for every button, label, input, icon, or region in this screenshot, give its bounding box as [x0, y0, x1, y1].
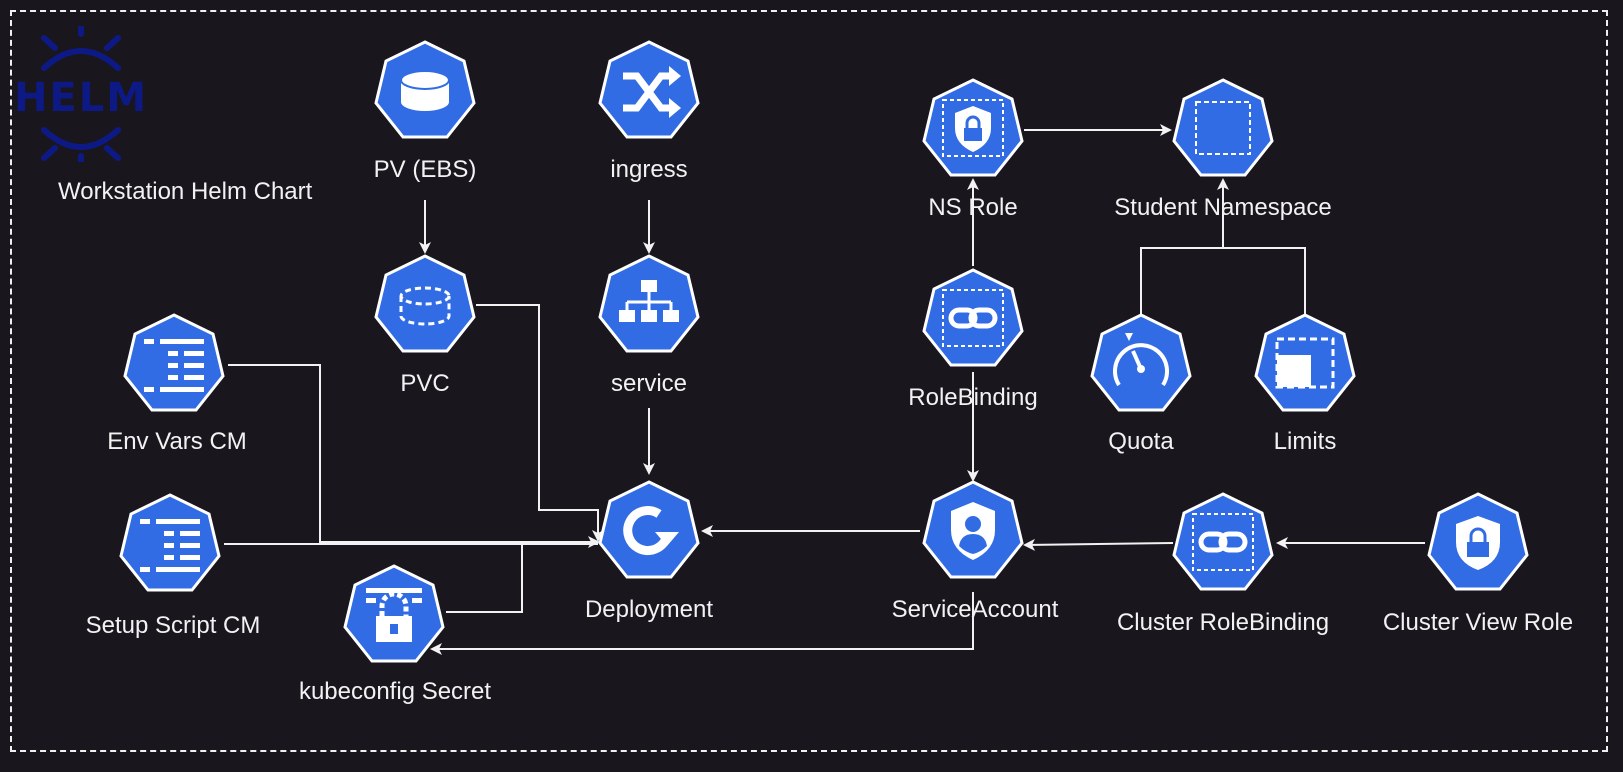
pvc-node[interactable]: [373, 254, 477, 358]
secret-label: kubeconfig Secret: [298, 678, 492, 705]
secret-icon: [366, 588, 422, 642]
setup-cm-label: Setup Script CM: [85, 612, 261, 639]
env-cm-label: Env Vars CM: [107, 428, 247, 455]
ns-role-node[interactable]: [921, 78, 1025, 182]
edge-pvc-deployment: [476, 304, 604, 542]
config-map-icon: [144, 339, 204, 392]
resource-quota-icon: [1113, 333, 1169, 387]
rolebinding-label: RoleBinding: [908, 384, 1038, 411]
edge-envcm-deployment: [228, 364, 600, 548]
cluster-rolebinding-node[interactable]: [1171, 492, 1275, 596]
deployment-icon: [623, 506, 679, 556]
rolebinding-icon: [948, 307, 998, 329]
service-account-icon: [951, 502, 995, 560]
namespace-node[interactable]: [1171, 78, 1275, 182]
cluster-view-role-node[interactable]: [1426, 492, 1530, 596]
config-map-icon: [140, 519, 200, 572]
ingress-label: ingress: [610, 156, 688, 183]
cluster-rolebinding-label: Cluster RoleBinding: [1116, 609, 1330, 636]
pv-node[interactable]: [373, 40, 477, 144]
limit-range-icon: [1275, 337, 1335, 389]
limits-node[interactable]: [1253, 313, 1357, 417]
service-label: service: [610, 370, 688, 397]
cluster-role-icon: [1456, 516, 1500, 570]
service-node[interactable]: [597, 254, 701, 358]
setup-cm-node[interactable]: [118, 493, 222, 597]
edge-clusterrolebinding-serviceaccount: [1023, 538, 1174, 551]
quota-node[interactable]: [1089, 313, 1193, 417]
limits-label: Limits: [1273, 428, 1337, 455]
env-cm-node[interactable]: [122, 313, 226, 417]
edge-serviceaccount-secret: [430, 592, 974, 655]
persistent-volume-claim-icon: [399, 286, 451, 326]
deployment-node[interactable]: [597, 480, 701, 584]
ns-role-label: NS Role: [928, 194, 1018, 221]
edge-quota-namespace: [1140, 247, 1306, 316]
helm-chart-boundary: [10, 10, 1608, 752]
cluster-rolebinding-icon: [1198, 531, 1248, 553]
edge-secret-deployment: [446, 544, 523, 613]
role-icon: [955, 106, 991, 152]
helm-wheel-icon: [41, 26, 121, 162]
service-icon: [619, 280, 679, 322]
quota-label: Quota: [1108, 428, 1174, 455]
chart-title: Workstation Helm Chart: [58, 178, 313, 205]
helm-logo: HELM: [14, 26, 148, 162]
helm-wordmark: HELM: [14, 75, 148, 121]
namespace-icon: [1195, 101, 1251, 155]
pv-label: PV (EBS): [373, 156, 477, 183]
ingress-icon: [623, 72, 671, 112]
namespace-label: Student Namespace: [1114, 194, 1332, 221]
serviceaccount-label: ServiceAccount: [891, 596, 1059, 623]
rolebinding-node[interactable]: [921, 268, 1025, 372]
ingress-node[interactable]: [597, 40, 701, 144]
deployment-label: Deployment: [584, 596, 714, 623]
persistent-volume-icon: [400, 70, 450, 111]
secret-node[interactable]: [342, 564, 446, 668]
pvc-label: PVC: [400, 370, 450, 397]
serviceaccount-node[interactable]: [921, 480, 1025, 584]
cluster-view-role-label: Cluster View Role: [1382, 609, 1574, 636]
